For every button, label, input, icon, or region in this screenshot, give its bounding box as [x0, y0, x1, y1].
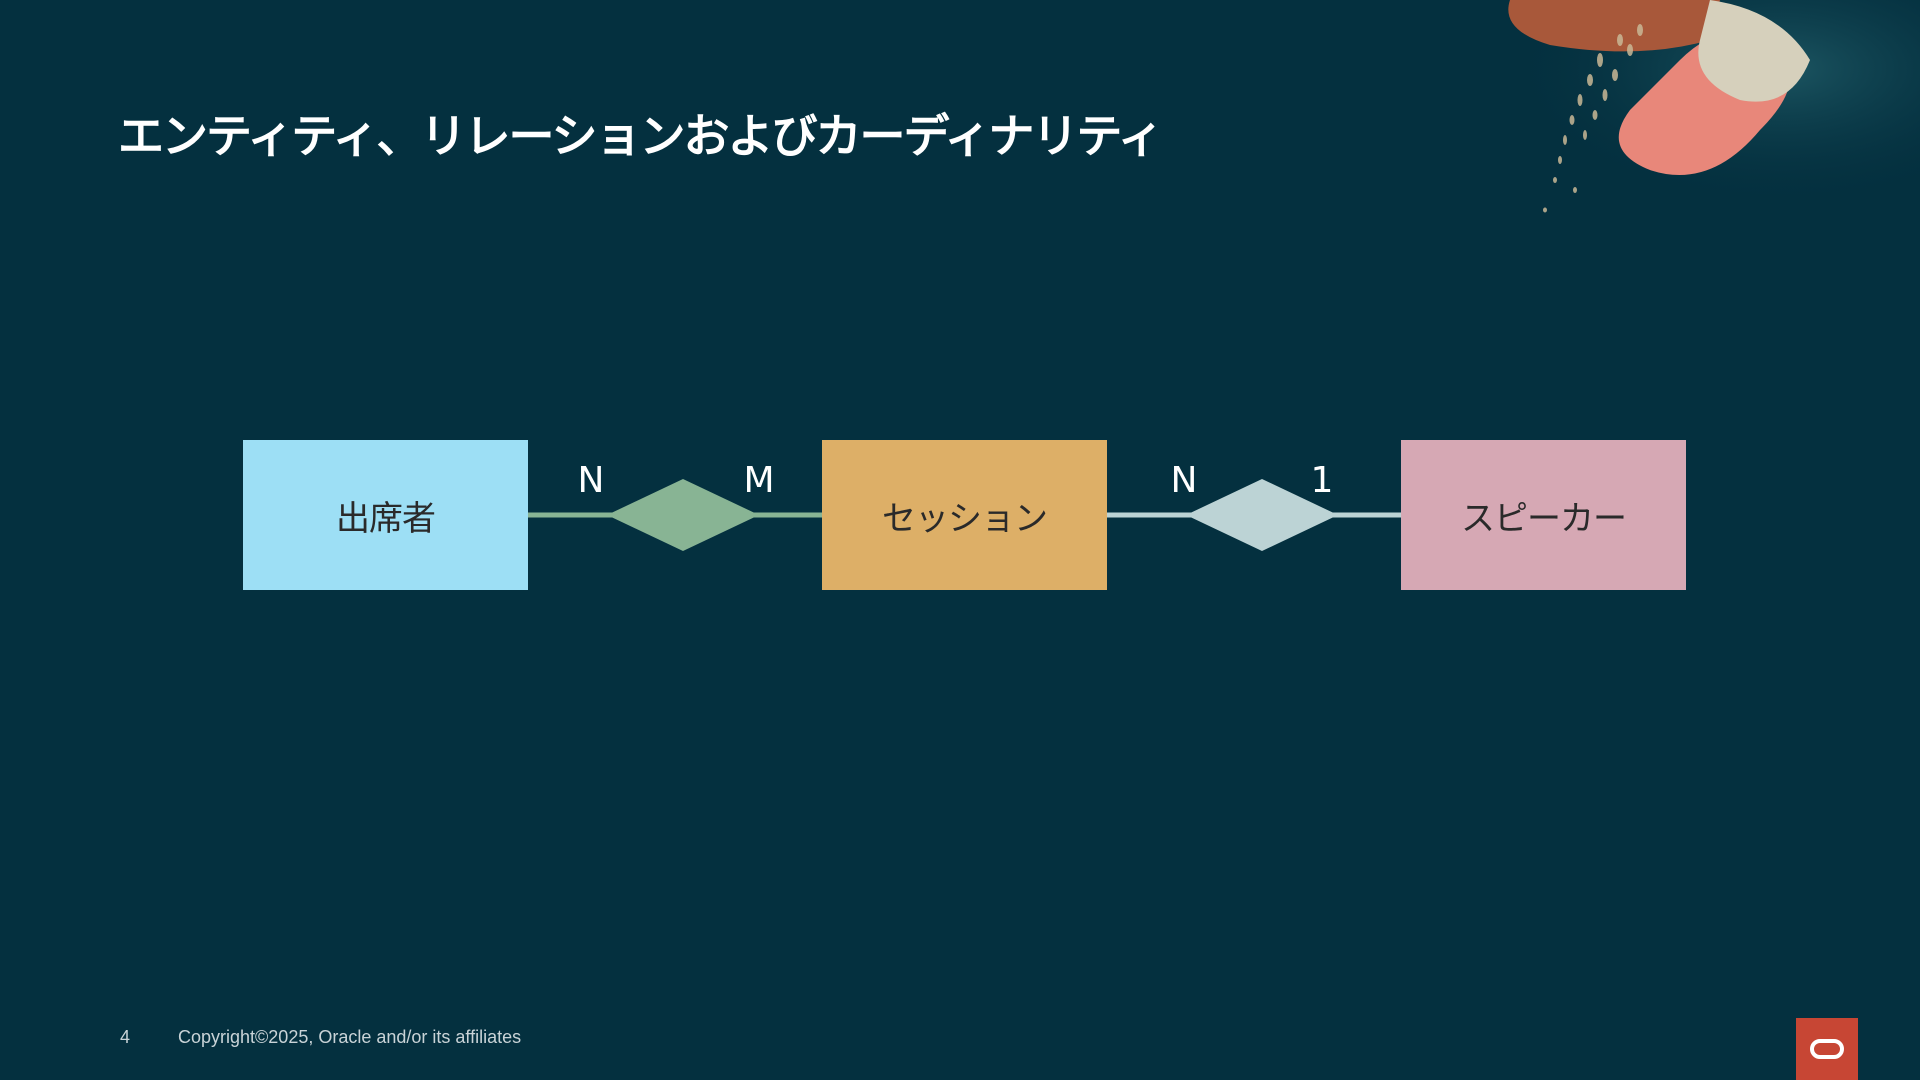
cardinality-label: M — [743, 460, 775, 501]
cardinality-label: 1 — [1310, 460, 1334, 501]
relationship-diamond-1 — [607, 479, 759, 551]
entity-attendee: 出席者 — [243, 440, 528, 590]
copyright-text: Copyright©2025, Oracle and/or its affili… — [178, 1027, 522, 1047]
oracle-logo-icon — [1796, 1018, 1858, 1080]
oracle-logo-icon — [1810, 1039, 1844, 1059]
cardinality-label: N — [577, 460, 605, 501]
page-number: 4 — [120, 1027, 131, 1047]
entity-speaker: スピーカー — [1401, 440, 1686, 590]
decorative-illustration — [1460, 0, 1920, 230]
relationship-diamond-2 — [1186, 479, 1338, 551]
cardinality-label: N — [1170, 460, 1198, 501]
page-title: エンティティ、リレーションおよびカーディナリティ — [118, 109, 1164, 163]
entity-session: セッション — [822, 440, 1107, 590]
